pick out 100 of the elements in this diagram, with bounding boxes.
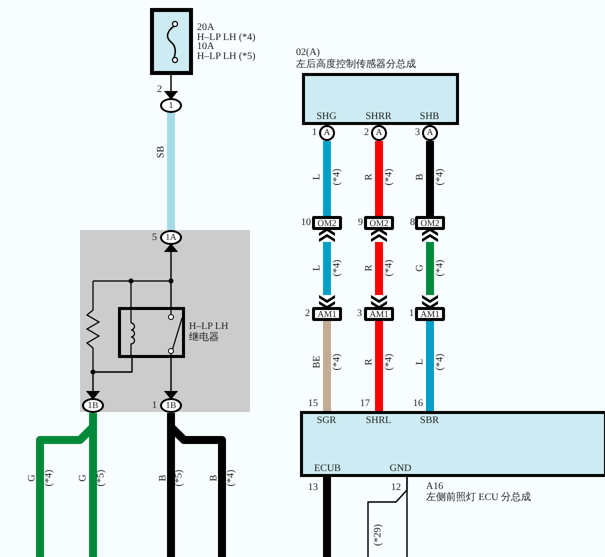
- wire-label: R: [364, 174, 374, 180]
- wire-label: (*29): [372, 524, 384, 546]
- wire-label: B: [158, 474, 168, 482]
- wire-note: (*4): [332, 354, 342, 370]
- fuse-rating-label: 20A: [197, 22, 214, 33]
- connector-block: [415, 307, 445, 321]
- pin-number: 3: [357, 308, 362, 319]
- wire: [167, 113, 175, 230]
- wire-label: G: [414, 264, 426, 272]
- wire-note: (*4): [384, 354, 394, 370]
- relay-label: H–LP LH 继电器: [189, 321, 230, 343]
- wire-label: L: [414, 358, 426, 366]
- wire-label: L: [312, 264, 322, 272]
- connector-code: 1: [168, 100, 174, 110]
- connector-oval: [82, 398, 104, 413]
- module-title: 左侧前照灯 ECU 分总成: [426, 492, 531, 503]
- pin-name: SHG: [316, 110, 336, 122]
- pin-number: 9: [358, 217, 363, 228]
- module-title: 02(A): [296, 47, 320, 58]
- pin-number: 1: [152, 400, 157, 411]
- pin-name: SHRL: [366, 414, 392, 426]
- pin-number: 12: [391, 482, 401, 493]
- connector-line: [367, 477, 408, 557]
- pin-name: ECUB: [314, 462, 341, 474]
- module-box: [300, 411, 605, 477]
- connector-oval: [160, 230, 182, 245]
- connector-circle: [319, 125, 335, 141]
- pin-number: 5: [152, 232, 157, 243]
- wire-label: R: [364, 264, 374, 272]
- connector-block: [364, 307, 394, 321]
- wire-label: B: [414, 174, 426, 180]
- wire-note: (*5): [96, 470, 106, 486]
- connector-code: A: [426, 127, 434, 138]
- relay-box: [118, 307, 185, 358]
- connector-code: OM2: [368, 219, 390, 227]
- connector-code: OM2: [419, 219, 440, 227]
- pin-number: 2: [305, 308, 310, 319]
- wire-note: (*4): [434, 354, 446, 370]
- wire: [422, 228, 438, 309]
- wire-note: (*4): [44, 470, 54, 486]
- wire-label: G: [26, 474, 38, 482]
- wire-note: (*4): [332, 168, 342, 186]
- module-title: A16: [426, 481, 444, 492]
- wire-label: B: [208, 474, 220, 482]
- wire-note: (*4): [332, 260, 342, 276]
- connector-oval: [160, 98, 182, 113]
- wire: [375, 321, 383, 411]
- wire: [319, 228, 335, 309]
- wire-label: L: [312, 174, 322, 180]
- wire-note: (*4): [434, 260, 446, 276]
- connector-code: AM1: [316, 310, 338, 318]
- wire: [323, 141, 331, 216]
- wire-label: SB: [156, 146, 166, 158]
- pin-number: 3: [415, 127, 420, 138]
- connector-block: [312, 216, 342, 230]
- connector-code: A: [322, 127, 332, 138]
- module-title: 左后高度控制传感器分总成: [296, 59, 416, 70]
- wire-label: BE: [312, 356, 322, 368]
- wire-label: R: [364, 358, 374, 366]
- junction-panel: [80, 230, 250, 412]
- fuse-box: [150, 8, 193, 75]
- connector-line: [165, 358, 177, 399]
- connector-code: A: [374, 127, 384, 138]
- connector-code: 1B: [86, 400, 100, 410]
- connector-line: [87, 358, 133, 399]
- wire: [375, 141, 383, 216]
- pin-name: SHB: [420, 110, 440, 122]
- wire: [323, 477, 331, 557]
- connector-code: AM1: [368, 310, 390, 318]
- connector-line: [165, 244, 177, 307]
- pin-name: SHRR: [365, 110, 392, 122]
- wire-note: (*5): [174, 470, 184, 486]
- wire-note: (*4): [226, 470, 236, 486]
- wire-note: (*4): [384, 168, 394, 186]
- pin-number: 1: [409, 308, 414, 319]
- fuse-rating-label: 10A: [197, 41, 214, 52]
- wire: [371, 228, 387, 309]
- pin-number: 10: [301, 217, 311, 228]
- connector-code: OM2: [316, 219, 338, 227]
- pin-name: GND: [390, 462, 412, 474]
- pin-name: SBR: [420, 414, 439, 426]
- pin-name: SGR: [316, 414, 336, 426]
- pin-number: 8: [410, 217, 415, 228]
- connector-block: [312, 307, 342, 321]
- wire-note: (*4): [434, 168, 446, 186]
- connector-line: [165, 75, 177, 99]
- connector-circle: [371, 125, 387, 141]
- connector-code: 1A: [164, 232, 178, 242]
- wire: [426, 321, 434, 411]
- wire-label: G: [78, 474, 88, 482]
- pin-number: 2: [364, 127, 369, 138]
- connector-block: [364, 216, 394, 230]
- connector-code: 1B: [164, 400, 178, 410]
- wire: [426, 141, 434, 216]
- pin-number: 2: [157, 84, 162, 95]
- pin-number: 1: [312, 127, 317, 138]
- pin-number: 13: [308, 482, 318, 493]
- module-box: [302, 73, 459, 125]
- connector-block: [415, 216, 445, 230]
- connector-code: AM1: [419, 310, 440, 318]
